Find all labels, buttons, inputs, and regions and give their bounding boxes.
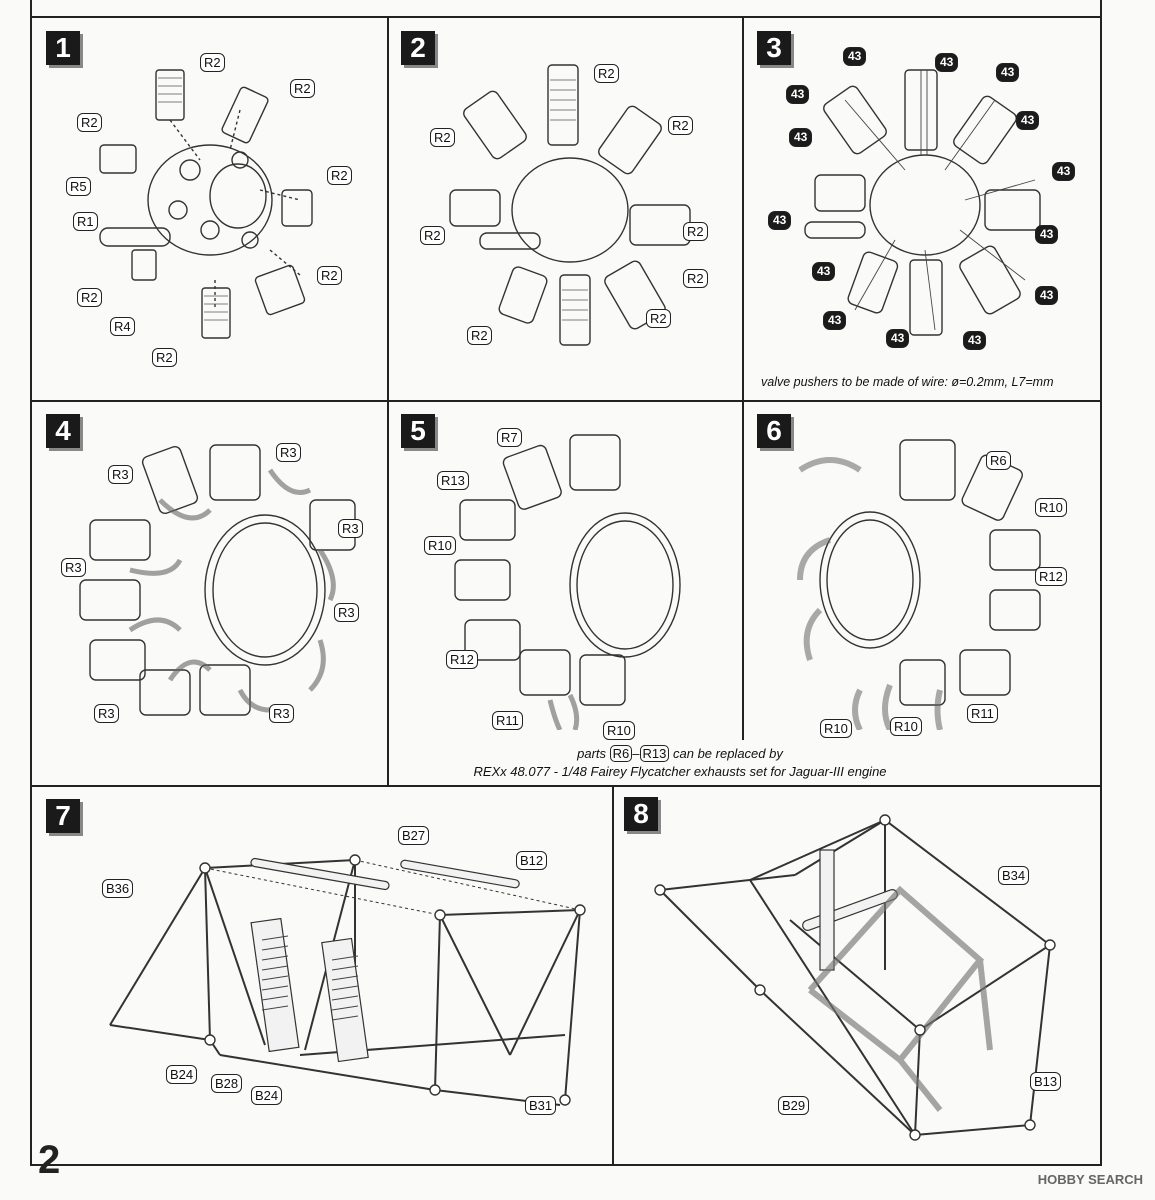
step-7-number: 7 <box>46 799 80 833</box>
part-label: B28 <box>211 1074 243 1093</box>
divider-col2b <box>742 400 744 740</box>
step-8-number: 8 <box>624 797 658 831</box>
part-label: B12 <box>516 851 548 870</box>
part-label: R13 <box>437 471 469 490</box>
part-label: R12 <box>446 650 478 669</box>
divider-col2 <box>742 16 744 401</box>
part-label: R7 <box>497 428 522 447</box>
part-label: R2 <box>683 269 708 288</box>
part-label: R2 <box>77 288 102 307</box>
step-4-number: 4 <box>46 414 80 448</box>
part-label: B24 <box>166 1065 198 1084</box>
replacement-from-ref: R6 <box>609 745 633 762</box>
step-8-frame-illustration <box>654 814 1056 1141</box>
part-label: R10 <box>603 721 635 740</box>
part-label: R2 <box>430 128 455 147</box>
part-label: R2 <box>668 116 693 135</box>
part-label: R2 <box>152 348 177 367</box>
part-label: 43 <box>963 331 987 350</box>
part-label: 43 <box>789 128 813 147</box>
step-2-number: 2 <box>401 31 435 65</box>
divider-row1 <box>30 400 1102 402</box>
part-label: R2 <box>200 53 225 72</box>
part-label: 43 <box>996 63 1020 82</box>
part-label: R10 <box>890 717 922 736</box>
part-label: R3 <box>269 704 294 723</box>
part-label: 43 <box>1016 111 1040 130</box>
step-4-engine-illustration <box>79 444 356 716</box>
part-label: R6 <box>986 451 1011 470</box>
part-label: R2 <box>420 226 445 245</box>
replacement-to-ref: R13 <box>639 745 670 762</box>
part-label: 43 <box>935 53 959 72</box>
replacement-note: parts R6–R13 can be replaced by REXx 48.… <box>400 745 960 781</box>
step-6-number: 6 <box>757 414 791 448</box>
part-label: 43 <box>812 262 836 281</box>
part-label: 43 <box>843 47 867 66</box>
step-3-number: 3 <box>757 31 791 65</box>
step-3-engine-illustration <box>804 69 1041 336</box>
part-label: R2 <box>290 79 315 98</box>
part-label: 43 <box>1052 162 1076 181</box>
part-label: R3 <box>338 519 363 538</box>
valve-pusher-note: valve pushers to be made of wire: ø=0.2m… <box>761 375 1054 389</box>
part-label: 43 <box>768 211 792 230</box>
part-label: R2 <box>646 309 671 328</box>
part-label: R10 <box>1035 498 1067 517</box>
step-7-frame-illustration <box>109 854 586 1106</box>
step-5-number: 5 <box>401 414 435 448</box>
frame-left <box>30 0 32 1165</box>
part-label: R3 <box>108 465 133 484</box>
part-label: 43 <box>1035 225 1059 244</box>
part-label: R12 <box>1035 567 1067 586</box>
replacement-note-line2: REXx 48.077 - 1/48 Fairey Flycatcher exh… <box>473 764 887 779</box>
part-label: B24 <box>251 1086 283 1105</box>
replacement-dash: – <box>632 746 640 761</box>
replacement-note-line1: parts R6–R13 can be replaced by <box>400 745 960 763</box>
page-number: 2 <box>38 1138 61 1182</box>
frame-right <box>1100 0 1102 1165</box>
part-label: R3 <box>94 704 119 723</box>
step-1-number: 1 <box>46 31 80 65</box>
divider-col1 <box>387 16 389 786</box>
step-1-engine-illustration <box>99 69 313 339</box>
part-label: R2 <box>594 64 619 83</box>
part-label: R11 <box>492 711 523 730</box>
divider-row2 <box>30 785 1102 787</box>
step-2-engine-illustration <box>449 64 691 346</box>
part-label: R2 <box>683 222 708 241</box>
part-label: 43 <box>1035 286 1059 305</box>
watermark: HOBBY SEARCH <box>1037 1172 1143 1187</box>
part-label: R2 <box>317 266 342 285</box>
part-label: R1 <box>73 212 98 231</box>
part-label: R4 <box>110 317 135 336</box>
part-label: R11 <box>967 704 998 723</box>
part-label: B34 <box>998 866 1030 885</box>
part-label: 43 <box>823 311 847 330</box>
part-label: R5 <box>66 177 91 196</box>
frame-bottom <box>30 1164 1102 1166</box>
step-5-engine-illustration <box>454 434 681 730</box>
replacement-note-prefix: parts <box>577 746 607 761</box>
part-label: B31 <box>525 1096 557 1115</box>
part-label: 43 <box>886 329 910 348</box>
part-label: R2 <box>327 166 352 185</box>
step-6-engine-illustration <box>797 439 1041 730</box>
part-label: R3 <box>276 443 301 462</box>
part-label: B27 <box>398 826 430 845</box>
divider-row3-col <box>612 785 614 1165</box>
part-label: R3 <box>334 603 359 622</box>
part-label: R3 <box>61 558 86 577</box>
replacement-note-suffix: can be replaced by <box>673 746 783 761</box>
frame-top <box>30 16 1102 18</box>
part-label: R10 <box>424 536 456 555</box>
part-label: R10 <box>820 719 852 738</box>
part-label: 43 <box>786 85 810 104</box>
part-label: B29 <box>778 1096 810 1115</box>
part-label: B13 <box>1030 1072 1062 1091</box>
part-label: B36 <box>102 879 134 898</box>
part-label: R2 <box>467 326 492 345</box>
part-label: R2 <box>77 113 102 132</box>
